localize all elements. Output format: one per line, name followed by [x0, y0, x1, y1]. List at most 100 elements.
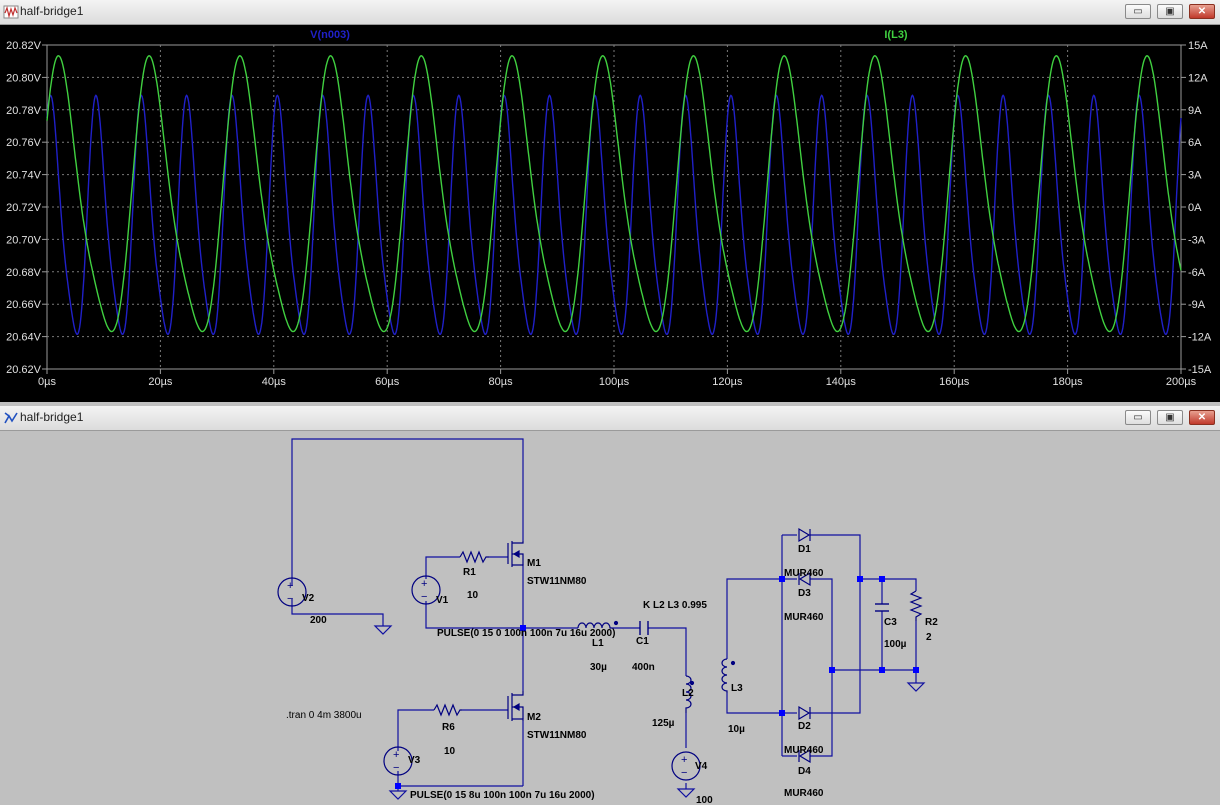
right-tick-label: -6A — [1188, 267, 1206, 279]
plot-titlebar[interactable]: half-bridge1 ▭ ▣ ✕ — [0, 0, 1220, 25]
x-tick-label: 160µs — [939, 376, 970, 388]
v2-value: 200 — [310, 615, 327, 626]
r2-value: 2 — [926, 632, 932, 643]
minimize-button[interactable]: ▭ — [1125, 4, 1151, 19]
x-tick-label: 140µs — [826, 376, 857, 388]
voltage-source-v4[interactable]: + − — [671, 751, 701, 781]
v1-value: PULSE(0 15 0 100n 100n 7u 16u 2000) — [437, 628, 615, 639]
r2-label: R2 — [925, 617, 938, 628]
l3-label: L3 — [731, 683, 743, 694]
minimize-icon: ▭ — [1133, 6, 1143, 17]
l2-label: L2 — [682, 688, 694, 699]
resistor-symbols — [433, 550, 923, 717]
v3-label: V3 — [408, 755, 421, 766]
m2-value: STW11NM80 — [527, 730, 587, 741]
v4-label: V4 — [695, 761, 708, 772]
x-tick-label: 120µs — [712, 376, 743, 388]
c3-label: C3 — [884, 617, 897, 628]
schematic-close-button[interactable]: ✕ — [1189, 410, 1215, 425]
mosfet-symbols — [507, 541, 524, 721]
left-tick-label: 20.78V — [6, 105, 42, 117]
schematic-canvas[interactable]: + − + − + − + − — [0, 431, 1220, 805]
m1-value: STW11NM80 — [527, 576, 587, 587]
right-tick-label: 3A — [1188, 170, 1202, 182]
svg-text:+: + — [287, 580, 293, 592]
left-tick-label: 20.72V — [6, 202, 42, 214]
diode-symbols — [798, 527, 811, 764]
right-tick-label: 0A — [1188, 202, 1202, 214]
schematic-restore-button[interactable]: ▣ — [1157, 410, 1183, 425]
m2-label: M2 — [527, 712, 541, 723]
voltage-source-v2[interactable]: + − — [277, 577, 307, 607]
left-axis-ticks: 20.82V 20.80V 20.78V 20.76V 20.74V 20.72V 20.7… — [6, 40, 47, 376]
svg-text:+: + — [681, 754, 687, 766]
svg-text:+: + — [421, 578, 427, 590]
v1-label: V1 — [436, 595, 449, 606]
schematic-titlebar[interactable]: half-bridge1 ▭ ▣ ✕ — [0, 406, 1220, 431]
waveform-icon — [3, 5, 19, 19]
schematic-drawing[interactable]: + − + − + − + − — [0, 431, 1220, 805]
restore-icon: ▣ — [1165, 412, 1175, 423]
v4-value: 100 — [696, 795, 713, 805]
svg-text:−: − — [421, 591, 427, 603]
trace-vn003 — [46, 94, 1182, 336]
voltage-source-v3[interactable]: + − — [383, 746, 413, 776]
d1-label: D1 — [798, 544, 811, 555]
x-tick-label: 80µs — [489, 376, 514, 388]
schematic-icon — [4, 412, 18, 424]
left-tick-label: 20.62V — [6, 364, 42, 376]
c3-value: 100µ — [884, 639, 907, 650]
svg-text:+: + — [393, 749, 399, 761]
voltage-source-v1[interactable]: + − — [411, 575, 441, 605]
plot-window-title: half-bridge1 — [20, 4, 84, 18]
tran-directive: .tran 0 4m 3800u — [286, 710, 362, 721]
close-icon: ✕ — [1197, 6, 1207, 17]
c1-value: 400n — [632, 662, 655, 673]
m1-label: M1 — [527, 558, 541, 569]
right-tick-label: -12A — [1188, 332, 1212, 344]
l1-value: 30µ — [590, 662, 607, 673]
trace-legend: V(n003)I(L3) — [310, 29, 908, 41]
l3-value: 10µ — [728, 724, 745, 735]
inductor-symbols — [577, 620, 736, 713]
capacitor-symbols — [639, 603, 889, 635]
x-tick-label: 20µs — [148, 376, 173, 388]
trace-il3 — [46, 55, 1182, 333]
svg-text:−: − — [681, 767, 687, 779]
right-tick-label: 6A — [1188, 137, 1202, 149]
left-tick-label: 20.74V — [6, 170, 42, 182]
right-tick-label: 9A — [1188, 105, 1202, 117]
restore-icon: ▣ — [1165, 6, 1175, 17]
r6-value: 10 — [444, 746, 456, 757]
wire-junctions — [395, 576, 919, 789]
d2-label: D2 — [798, 721, 811, 732]
close-button[interactable]: ✕ — [1189, 4, 1215, 19]
d3-label: D3 — [798, 588, 811, 599]
d3-value: MUR460 — [784, 612, 824, 623]
x-tick-label: 0µs — [38, 376, 56, 388]
left-tick-label: 20.64V — [6, 332, 42, 344]
l1-label: L1 — [592, 638, 604, 649]
d1-value: MUR460 — [784, 568, 824, 579]
schematic-window-title: half-bridge1 — [20, 410, 84, 424]
schematic-minimize-button[interactable]: ▭ — [1125, 410, 1151, 425]
left-tick-label: 20.66V — [6, 299, 42, 311]
d4-value: MUR460 — [784, 788, 824, 799]
x-tick-label: 60µs — [375, 376, 400, 388]
left-tick-label: 20.70V — [6, 234, 42, 246]
restore-button[interactable]: ▣ — [1157, 4, 1183, 19]
x-tick-label: 180µs — [1052, 376, 1083, 388]
left-tick-label: 20.80V — [6, 72, 42, 84]
l2-value: 125µ — [652, 718, 675, 729]
left-tick-label: 20.68V — [6, 267, 42, 279]
right-tick-label: -9A — [1188, 299, 1206, 311]
left-tick-label: 20.82V — [6, 40, 42, 52]
svg-text:−: − — [287, 593, 293, 605]
left-tick-label: 20.76V — [6, 137, 42, 149]
x-tick-label: 100µs — [599, 376, 630, 388]
r1-label: R1 — [463, 567, 476, 578]
